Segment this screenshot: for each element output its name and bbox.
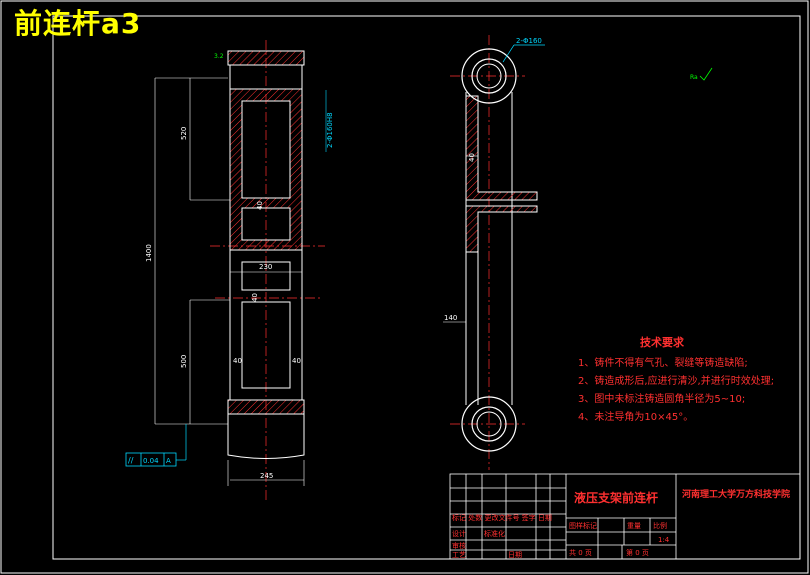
tech-requirements: 技术要求 1、铸件不得有气孔、裂缝等铸造缺陷; 2、铸造成形后,应进行清沙,并进… — [578, 335, 774, 423]
school-name: 河南理工大学万方科技学院 — [682, 488, 790, 500]
sheet-no: 第 0 页 — [626, 548, 649, 557]
dim-40-top: 40 — [256, 201, 264, 210]
checker-label: 审核 — [452, 541, 466, 550]
dim-1400: 1400 — [145, 244, 153, 262]
inner-frame — [52, 15, 801, 560]
scale-label: 比例 — [653, 521, 667, 530]
tech-item-2: 2、铸造成形后,应进行清沙,并进行时效处理; — [578, 374, 774, 387]
title-block-text: 液压支架前连杆 河南理工大学万方科技学院 标记 处数 更改文件号 签字 日期 图… — [452, 488, 790, 559]
side-view: 2-Φ160 140 40 — [443, 35, 545, 470]
date-label: 日期 — [508, 551, 522, 559]
tech-item-4: 4、未注导角为10×45°。 — [578, 410, 693, 423]
bore-tolerance: 2-Φ160H8 — [326, 112, 334, 148]
dim-245: 245 — [260, 472, 273, 480]
dim-40-side: 40 — [468, 153, 476, 162]
revision-header: 标记 处数 更改文件号 签字 日期 — [452, 513, 552, 522]
dim-140: 140 — [444, 314, 457, 322]
tolerance-datum: A — [166, 457, 171, 465]
sheet-total: 共 0 页 — [569, 548, 592, 557]
dim-230: 230 — [259, 263, 272, 271]
dim-40-right: 40 — [292, 357, 301, 365]
title-block — [449, 473, 801, 560]
hole-callout: 2-Φ160 — [516, 37, 542, 45]
tolerance-frame: // 0.04 A — [125, 424, 187, 467]
dim-520: 520 — [180, 127, 188, 140]
tolerance-value: 0.04 — [143, 457, 159, 465]
dim-40-mid: 40 — [251, 293, 259, 302]
designer-label: 设计 — [452, 529, 466, 538]
global-roughness: Ra — [690, 67, 713, 81]
dim-500: 500 — [180, 355, 188, 368]
standard-label: 标准化 — [484, 529, 505, 538]
scale-value: 1:4 — [658, 536, 670, 544]
tech-item-1: 1、铸件不得有气孔、裂缝等铸造缺陷; — [578, 356, 748, 369]
stage-label: 图样标记 — [569, 521, 597, 530]
dim-40-left: 40 — [233, 357, 242, 365]
weight-label: 重量 — [627, 522, 641, 530]
tech-item-3: 3、图中未标注铸造圆角半径为5~10; — [578, 392, 745, 405]
part-name: 液压支架前连杆 — [574, 490, 658, 505]
sheet-title: 前连杆a3 — [14, 7, 142, 40]
process-label: 工艺 — [452, 551, 466, 559]
roughness-top: 3.2 — [214, 53, 224, 60]
svg-text:Ra: Ra — [690, 74, 698, 81]
tolerance-symbol: // — [128, 456, 134, 465]
front-view: 520 1400 500 230 40 40 40 40 245 3.2 2-Φ… — [145, 40, 334, 500]
tech-heading: 技术要求 — [640, 335, 685, 349]
